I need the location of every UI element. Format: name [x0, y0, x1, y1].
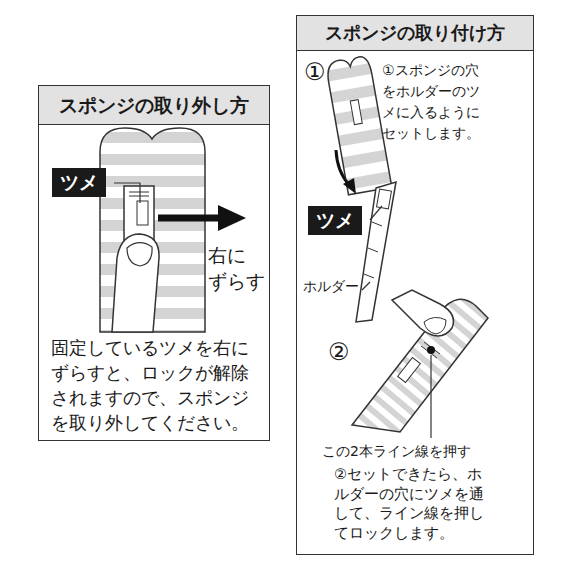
- sponge: [100, 128, 205, 332]
- panel-heading: スポンジの取り付け方: [297, 16, 533, 51]
- part-name: ツメ: [60, 171, 98, 193]
- part-tag: ツメ: [52, 168, 106, 197]
- step-text: ②セットできたら、ホルダーの穴にツメを通して、ライン線を押してロックします。: [334, 465, 486, 543]
- step-text: ①スポンジの穴をホルダーのツメに入るようにセットします。: [382, 60, 487, 144]
- set-arrow-head: [343, 178, 356, 194]
- holder-tab: [124, 186, 154, 240]
- finger: [112, 234, 159, 332]
- part-tag: ツメ: [308, 206, 362, 235]
- leader-line: [114, 183, 140, 203]
- part-name: ツメ: [316, 209, 354, 231]
- holder: [356, 182, 396, 322]
- slide-arrow: [158, 205, 246, 231]
- instruction-text: 固定しているツメを右にずらすと、ロックが解除されますので、スポンジを取り外してく…: [51, 335, 257, 435]
- panel-heading: スポンジの取り外し方: [39, 86, 269, 125]
- sponge: [325, 55, 392, 195]
- callout-text: この2本ライン線を押す: [322, 442, 471, 461]
- step-number: ②: [328, 336, 350, 368]
- direction-label: 右に ずらす: [208, 243, 269, 294]
- leader-line: [370, 206, 382, 220]
- leader-line: [430, 355, 431, 438]
- leader-line: [362, 282, 370, 290]
- set-arrow: [336, 150, 350, 186]
- finger: [392, 290, 454, 336]
- part-label: ホルダー: [303, 277, 359, 296]
- step-number: ①: [304, 56, 326, 88]
- press-point: [427, 346, 435, 354]
